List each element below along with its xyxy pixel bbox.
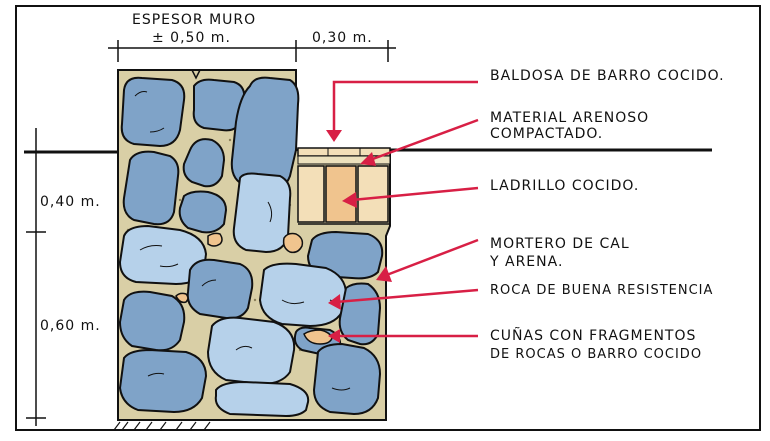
dim-height-upper: 0,40 m. [40,194,101,210]
stone-light [232,172,292,254]
label-arenoso-2: COMPACTADO. [490,126,603,142]
tile-layer [297,147,391,157]
stone-dark [312,342,382,416]
dim-title: ESPESOR MURO [132,12,256,28]
drawing-border [15,5,761,431]
label-cunas-2: DE ROCAS O BARRO COCIDO [490,347,702,362]
stone-light [258,262,348,328]
label-roca: ROCA DE BUENA RESISTENCIA [490,283,713,298]
dim-height-lower: 0,60 m. [40,318,101,334]
arrow-baldosa [332,80,478,132]
arrow-roca [335,288,479,304]
stone-dark [122,150,180,226]
label-mortero-2: Y ARENA. [489,254,563,270]
label-arenoso-1: MATERIAL ARENOSO [490,110,649,126]
stone-light [206,316,296,386]
arrow-ladrillo [351,186,479,202]
arrow-arenoso [369,118,479,162]
label-ladrillo: LADRILLO COCIDO. [490,178,639,194]
label-mortero-1: MORTERO DE CAL [490,236,630,252]
ground-hatch [113,421,211,431]
dim-wall-thickness: ± 0,50 m. [152,30,231,46]
sand-layer [297,155,391,165]
stone-dark [178,190,228,234]
dim-floor-width: 0,30 m. [312,30,373,46]
label-baldosa: BALDOSA DE BARRO COCIDO. [490,68,725,84]
wall-top-notch [191,69,201,80]
stones [118,76,384,418]
stone-light [214,380,310,418]
stone-dark [120,76,186,148]
callout-arrows [332,80,479,338]
brick [325,165,357,223]
arrow-heads [326,130,392,343]
stone-dark [186,258,254,320]
arrow-mortero [383,238,479,278]
stone-dark [118,290,186,352]
label-cunas-1: CUÑAS CON FRAGMENTOS [490,327,696,344]
brick [357,165,389,223]
stone-dark [182,138,226,188]
brick [297,165,325,223]
wedge [175,292,189,304]
stone-highlights [134,91,351,391]
wedge [282,232,304,254]
stone-dark [118,348,208,414]
wedge [207,232,223,247]
brick-layer [297,165,389,223]
